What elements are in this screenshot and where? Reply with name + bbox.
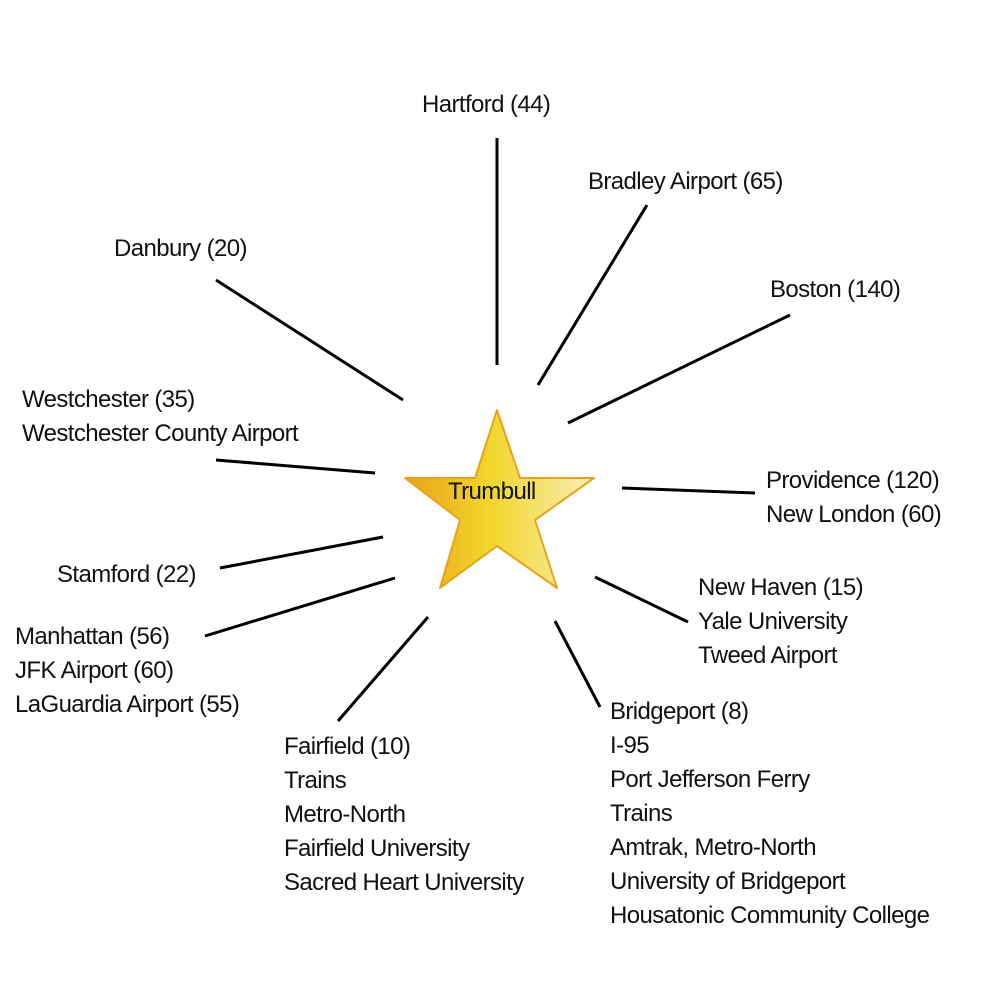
label-line: LaGuardia Airport (55) [15,691,240,718]
line-westchester [215,458,376,475]
label-line: Bradley Airport (65) [588,168,783,195]
label-line: Amtrak, Metro-North [610,834,817,861]
label-providence: Providence (120) New London (60) [766,464,942,532]
label-westchester: Westchester (35) Westchester County Airpo… [22,383,299,451]
label-boston: Boston (140) [770,273,901,307]
label-line: Trains [610,800,673,827]
label-line: New London (60) [766,501,942,528]
label-line: Metro-North [284,801,406,828]
line-fairfield [336,616,430,722]
label-stamford: Stamford (22) [57,558,197,592]
line-bridgeport [553,620,602,708]
line-bradley [536,204,649,386]
label-line: Danbury (20) [114,235,247,262]
label-line: Sacred Heart University [284,869,524,896]
label-line: Hartford (44) [422,91,551,118]
label-line: Stamford (22) [57,561,197,588]
label-line: University of Bridgeport [610,868,846,895]
label-danbury: Danbury (20) [114,232,247,266]
label-line: Manhattan (56) [15,623,170,650]
label-line: Westchester County Airport [22,420,299,447]
label-line: Westchester (35) [22,386,195,413]
label-line: Fairfield University [284,835,470,862]
label-hartford: Hartford (44) [422,88,551,122]
line-stamford [219,535,384,570]
label-line: Fairfield (10) [284,733,411,760]
label-line: I-95 [610,732,650,759]
hub-label: Trumbull [448,478,536,505]
line-providence [621,486,756,495]
label-bradley-airport: Bradley Airport (65) [588,165,783,199]
line-manhattan [204,576,396,638]
label-line: Housatonic Community College [610,902,930,929]
connector-lines [204,138,791,722]
label-line: Trains [284,767,347,794]
line-danbury [215,278,404,402]
label-line: Tweed Airport [698,642,838,669]
label-line: Yale University [698,608,848,635]
star-icon [404,409,595,589]
label-line: JFK Airport (60) [15,657,174,684]
label-line: Port Jefferson Ferry [610,766,810,793]
label-line: New Haven (15) [698,574,864,601]
label-line: Bridgeport (8) [610,698,749,725]
label-line: Providence (120) [766,467,940,494]
line-newhaven [594,575,689,624]
label-manhattan: Manhattan (56) JFK Airport (60) LaGuardia … [15,620,240,722]
line-boston [567,313,791,425]
label-line: Boston (140) [770,276,901,303]
